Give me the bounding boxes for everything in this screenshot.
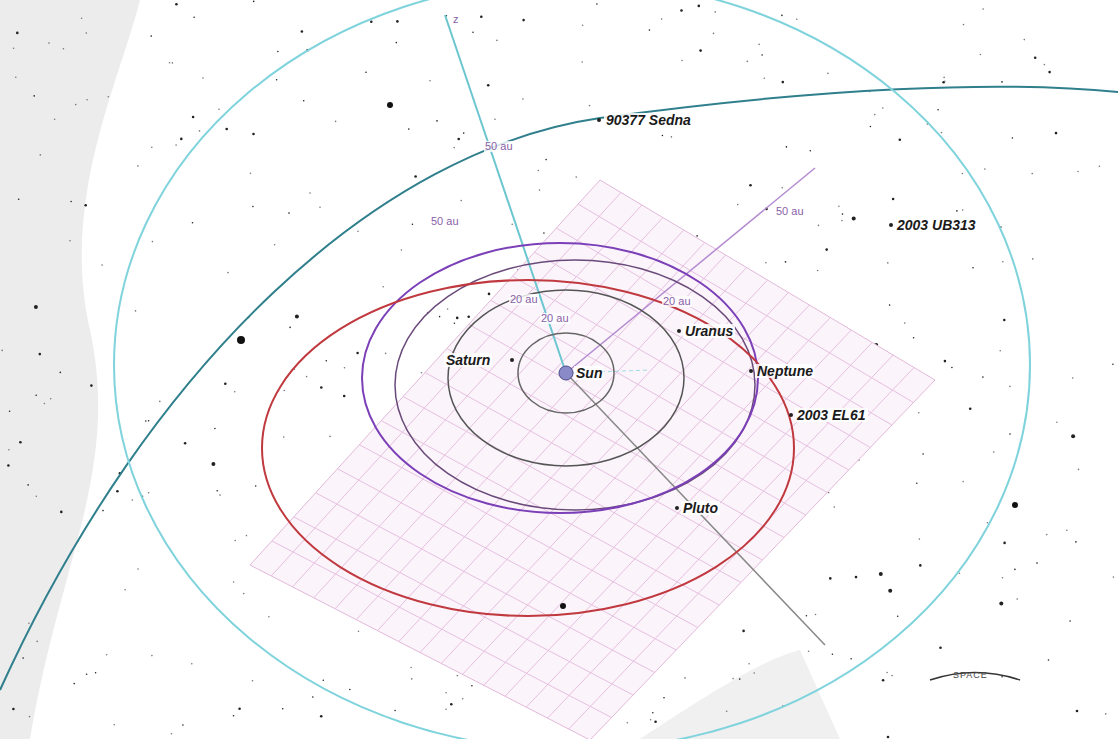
object-label: 2003 UB313 — [895, 218, 978, 232]
ub313-orbit — [114, 0, 1030, 739]
ecliptic-grid — [250, 180, 935, 739]
saturn-orbit — [518, 333, 614, 413]
planet-label: Saturn — [444, 353, 492, 367]
scale-label: 20 au — [509, 294, 539, 305]
ecliptic-grid — [271, 193, 914, 730]
scale-label: 20 au — [540, 313, 570, 324]
scale-label: 20 au — [662, 296, 692, 307]
body-marker — [510, 118, 893, 510]
sun-symbol — [559, 366, 573, 380]
bright-star — [560, 603, 566, 609]
scale-label: 50 au — [430, 216, 460, 227]
object-label: 90377 Sedna — [604, 113, 693, 127]
planet-label: Uranus — [683, 324, 735, 338]
scale-label: 50 au — [484, 141, 514, 152]
uranus-orbit — [448, 290, 684, 466]
scale-label: 50 au — [775, 206, 805, 217]
axis-line — [566, 168, 815, 373]
bright-star — [1012, 502, 1018, 508]
planet-label: Pluto — [681, 501, 720, 515]
watermark: SPACE — [953, 671, 988, 680]
axis-label: z — [452, 14, 460, 25]
bright-star — [387, 102, 393, 108]
object-label: 2003 EL61 — [795, 408, 868, 422]
bright-star — [237, 336, 245, 344]
pluto-orbit — [362, 243, 758, 513]
sun-label: Sun — [574, 366, 604, 380]
sedna-orbit — [0, 87, 1118, 690]
planet-label: Neptune — [755, 364, 815, 378]
milky-way — [0, 0, 140, 739]
el61-orbit — [262, 280, 794, 616]
